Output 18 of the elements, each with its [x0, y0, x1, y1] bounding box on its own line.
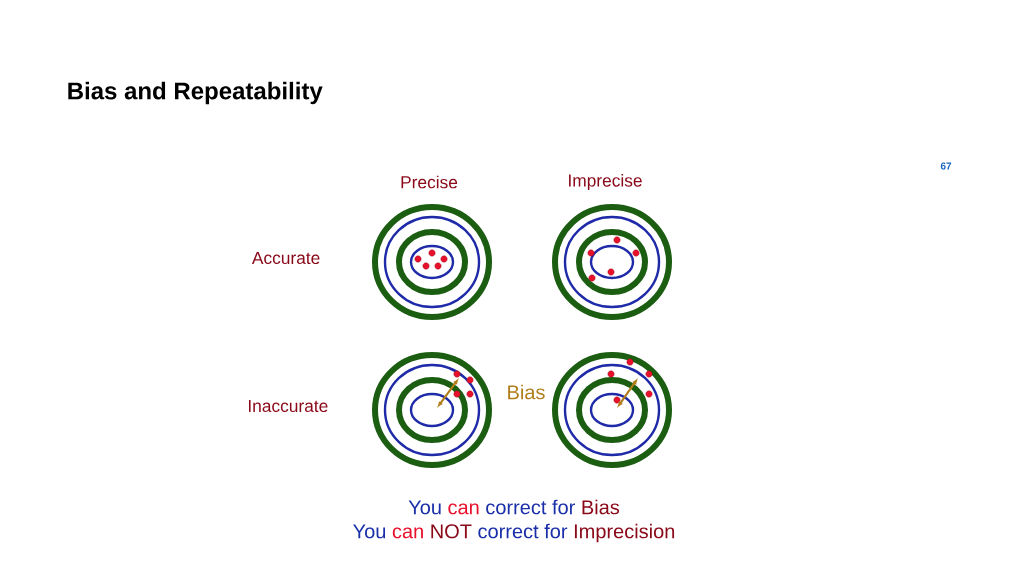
label: NOT: [431, 524, 472, 539]
label: correct for: [478, 523, 568, 539]
label: Bias: [582, 499, 620, 515]
label: Imprecision: [574, 523, 675, 543]
column-heading: Precise: [401, 175, 458, 189]
statement-line: You can NOT correct for Imprecision: [353, 523, 675, 543]
column-heading: Imprecise: [569, 173, 642, 191]
label: can: [392, 527, 423, 539]
bias-label: Bias: [508, 384, 545, 400]
row-heading: Accurate: [251, 251, 320, 265]
label: You: [408, 500, 441, 515]
label: You: [353, 524, 386, 539]
row-heading: Inaccurate: [248, 399, 328, 413]
statement-line: You can correct for Bias: [408, 499, 620, 515]
label: can: [448, 503, 479, 515]
label: correct for: [486, 499, 575, 515]
page-number: 67: [940, 162, 952, 170]
slide-title: Bias and Repeatability: [68, 81, 323, 105]
